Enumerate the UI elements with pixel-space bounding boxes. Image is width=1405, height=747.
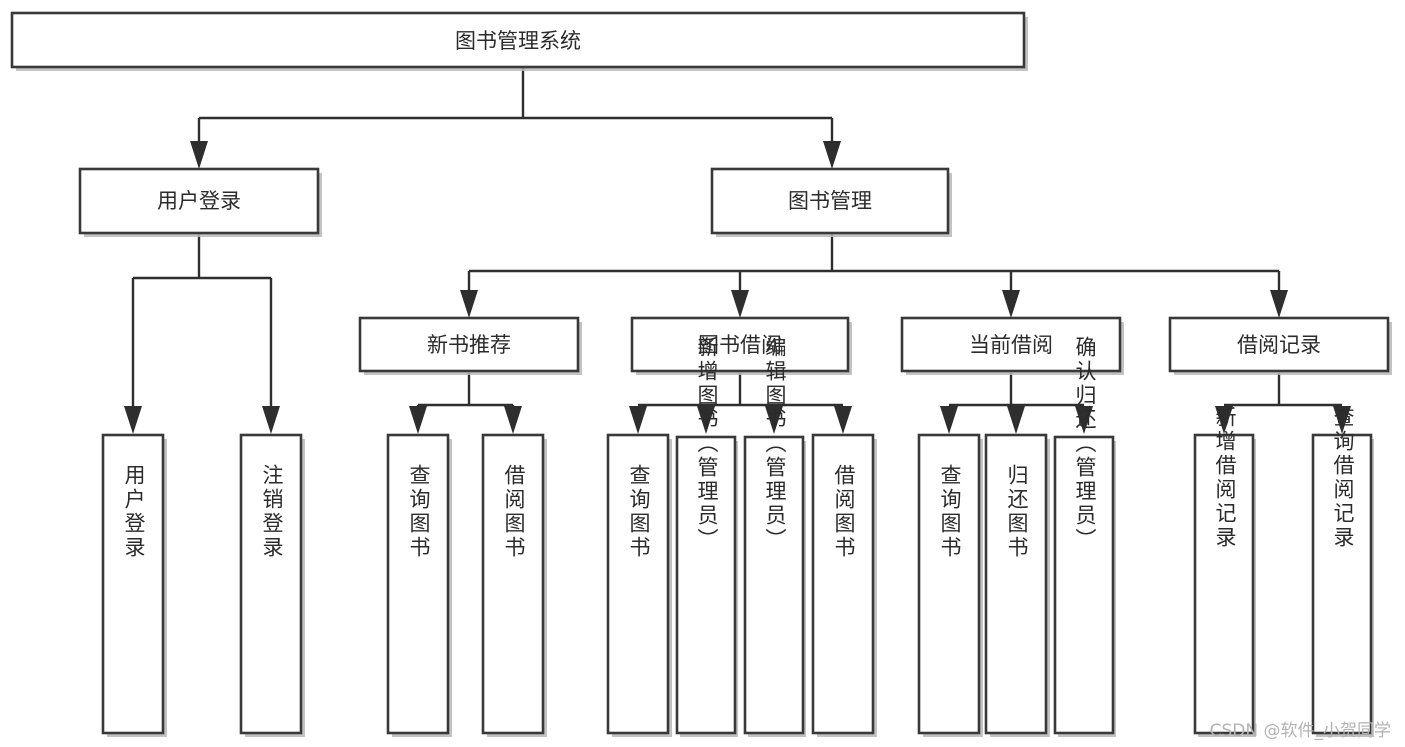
leaf-query-book-1-box[interactable] xyxy=(386,433,450,735)
leaf-add-book-label: 新增图书（管理员） xyxy=(695,336,719,552)
arrowhead-borrow-record xyxy=(1270,290,1288,318)
csdn-watermark: CSDN @软件_小贺同学 xyxy=(1209,721,1391,741)
leaf-query-book-2-box[interactable] xyxy=(606,433,670,735)
leaf-add-record-box[interactable] xyxy=(1193,433,1255,735)
leaf-query-book-3-label: 查询图书 xyxy=(938,464,962,560)
leaf-confirm-return-box[interactable] xyxy=(1053,435,1115,735)
leaf-borrow-book-2-box[interactable] xyxy=(811,433,875,735)
arrowhead-new-book-recommend xyxy=(460,290,478,318)
arrowhead-leaf-confirm-return xyxy=(1075,406,1093,434)
new-book-recommend-label: 新书推荐 xyxy=(427,333,511,357)
borrow-record-label: 借阅记录 xyxy=(1237,333,1321,357)
leaf-query-book-1-label: 查询图书 xyxy=(407,464,431,560)
node-borrow-record[interactable]: 借阅记录 xyxy=(1168,316,1392,375)
leaf-add-record-label: 新增借阅记录 xyxy=(1213,406,1237,550)
root-box[interactable] xyxy=(10,11,1026,69)
node-leaf-add-record[interactable]: 新增借阅记录 xyxy=(1193,406,1256,737)
borrow-record-box[interactable] xyxy=(1168,316,1390,373)
arrowhead-leaf-query-record xyxy=(1333,406,1351,434)
arrowhead-book-management xyxy=(823,141,841,169)
node-leaf-user-login[interactable]: 用户登录 xyxy=(101,433,167,737)
leaf-confirm-return-label: 确认归还（管理员） xyxy=(1073,336,1097,552)
node-leaf-query-book-2[interactable]: 查询图书 xyxy=(606,433,672,737)
node-book-borrow[interactable]: 图书借阅 xyxy=(630,316,852,375)
connectors xyxy=(124,67,1351,434)
leaf-edit-book-label: 编辑图书（管理员） xyxy=(763,336,787,552)
node-current-borrow[interactable]: 当前借阅 xyxy=(900,316,1124,375)
arrowhead-leaf-add-record xyxy=(1215,406,1233,434)
leaf-query-book-2-label: 查询图书 xyxy=(627,464,651,560)
leaf-query-record-label: 查询借阅记录 xyxy=(1331,406,1355,550)
arrowhead-leaf-borrow-book-2 xyxy=(834,406,852,434)
node-leaf-confirm-return[interactable]: 确认归还（管理员） xyxy=(1053,336,1116,737)
user-login-box[interactable] xyxy=(78,167,320,235)
node-leaf-logout[interactable]: 注销登录 xyxy=(239,433,305,737)
node-leaf-borrow-book-1[interactable]: 借阅图书 xyxy=(481,433,547,737)
arrowhead-leaf-query-book-2 xyxy=(629,406,647,434)
arrowhead-leaf-add-book xyxy=(697,406,715,434)
arrowhead-leaf-user-login xyxy=(124,406,142,434)
arrowhead-leaf-query-book-1 xyxy=(409,406,427,434)
node-leaf-add-book[interactable]: 新增图书（管理员） xyxy=(675,336,738,737)
leaf-query-book-3-box[interactable] xyxy=(917,433,981,735)
user-login-label: 用户登录 xyxy=(157,189,241,213)
current-borrow-box[interactable] xyxy=(900,316,1122,373)
arrowhead-leaf-edit-book xyxy=(765,406,783,434)
node-leaf-return-book[interactable]: 归还图书 xyxy=(984,433,1050,737)
new-book-recommend-box[interactable] xyxy=(358,316,580,373)
leaf-user-login-label: 用户登录 xyxy=(122,464,146,560)
leaf-user-login-box[interactable] xyxy=(101,433,165,735)
book-borrow-label: 图书借阅 xyxy=(698,333,782,357)
leaf-borrow-book-2-label: 借阅图书 xyxy=(832,464,856,560)
node-leaf-borrow-book-2[interactable]: 借阅图书 xyxy=(811,433,877,737)
root-label: 图书管理系统 xyxy=(455,29,581,53)
leaf-return-book-box[interactable] xyxy=(984,433,1048,735)
book-borrow-box[interactable] xyxy=(630,316,850,373)
arrowhead-user-login xyxy=(190,141,208,169)
leaf-borrow-book-1-label: 借阅图书 xyxy=(502,464,526,560)
node-leaf-query-book-1[interactable]: 查询图书 xyxy=(386,433,452,737)
node-new-book-recommend[interactable]: 新书推荐 xyxy=(358,316,582,375)
node-leaf-query-record[interactable]: 查询借阅记录 xyxy=(1311,406,1374,737)
node-book-management[interactable]: 图书管理 xyxy=(710,167,952,237)
current-borrow-label: 当前借阅 xyxy=(969,333,1053,357)
node-leaf-edit-book[interactable]: 编辑图书（管理员） xyxy=(743,336,806,737)
leaf-logout-label: 注销登录 xyxy=(260,464,284,560)
arrowhead-leaf-logout xyxy=(262,406,280,434)
leaf-return-book-label: 归还图书 xyxy=(1005,464,1029,560)
arrowhead-leaf-borrow-book-1 xyxy=(504,406,522,434)
leaf-edit-book-box[interactable] xyxy=(743,435,805,735)
node-root[interactable]: 图书管理系统 xyxy=(10,11,1028,71)
leaf-borrow-book-1-box[interactable] xyxy=(481,433,545,735)
arrowhead-leaf-query-book-3 xyxy=(940,406,958,434)
arrowhead-book-borrow xyxy=(731,290,749,318)
arrowhead-leaf-return-book xyxy=(1007,406,1025,434)
arrowhead-current-borrow xyxy=(1002,290,1020,318)
book-management-label: 图书管理 xyxy=(788,189,872,213)
book-management-box[interactable] xyxy=(710,167,950,235)
node-leaf-query-book-3[interactable]: 查询图书 xyxy=(917,433,983,737)
leaf-query-record-box[interactable] xyxy=(1311,433,1373,735)
node-user-login[interactable]: 用户登录 xyxy=(78,167,322,237)
leaf-logout-box[interactable] xyxy=(239,433,303,735)
leaf-add-book-box[interactable] xyxy=(675,435,737,735)
